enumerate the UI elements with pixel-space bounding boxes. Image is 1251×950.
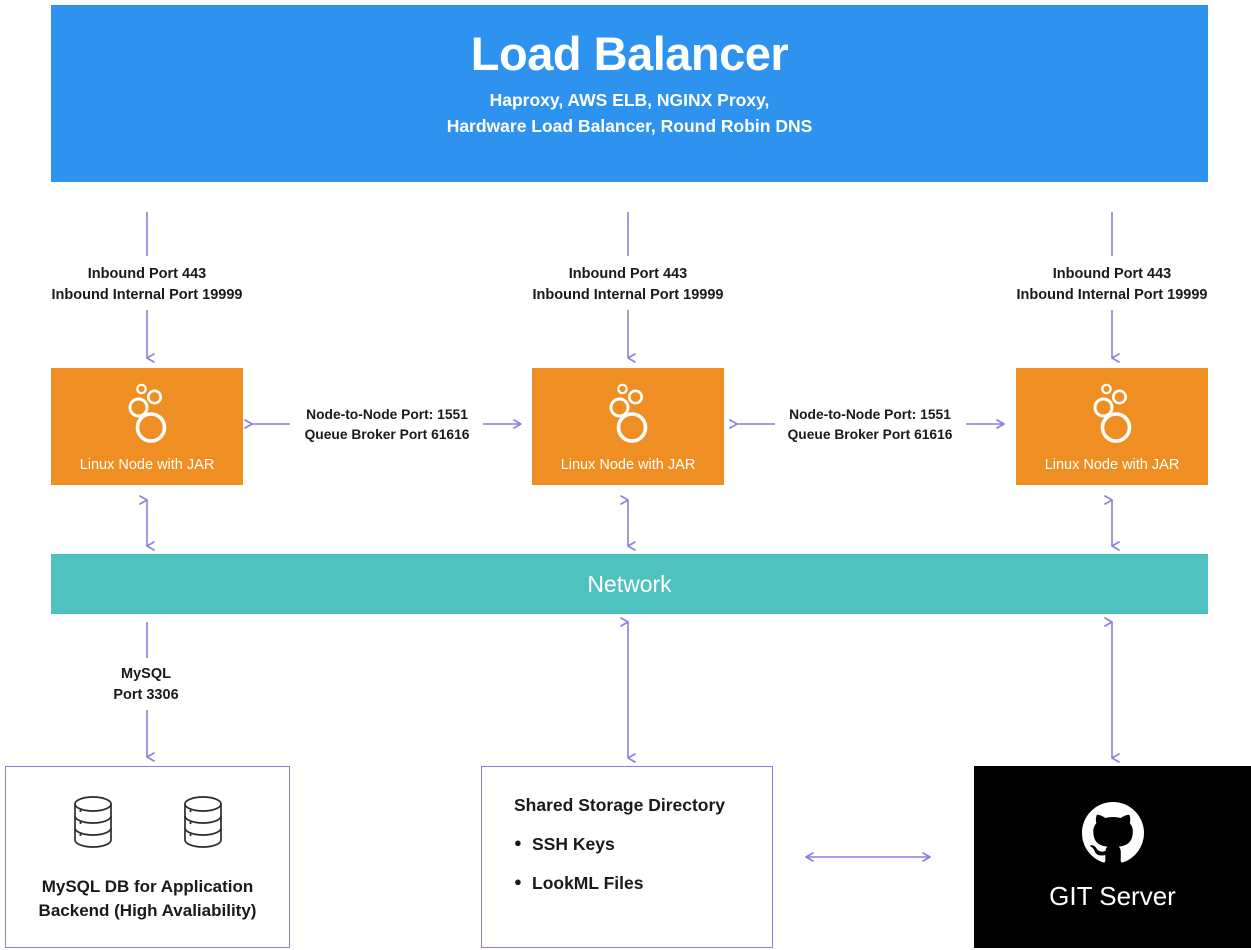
inbound-label-node-3: Inbound Port 443 Inbound Internal Port 1…: [962, 264, 1251, 305]
inbound-label-node-1-line1: Inbound Port 443: [87, 266, 207, 282]
looker-bubbles-icon: [601, 380, 655, 448]
inbound-label-node-2: Inbound Port 443 Inbound Internal Port 1…: [478, 264, 778, 305]
linux-node-3[interactable]: Linux Node with JAR: [1016, 368, 1208, 485]
inbound-label-node-2-line1: Inbound Port 443: [568, 266, 688, 282]
github-octocat-icon: [1081, 802, 1144, 869]
linux-node-1[interactable]: Linux Node with JAR: [51, 368, 243, 485]
linux-node-2[interactable]: Linux Node with JAR: [532, 368, 724, 485]
linux-node-3-label: Linux Node with JAR: [1044, 457, 1180, 473]
mysql-connection-label: MySQL Port 3306: [46, 664, 246, 705]
database-replication-graphic: [70, 794, 226, 855]
mysql-database-caption-line2: Backend (High Avaliability): [38, 900, 257, 920]
load-balancer-title: Load Balancer: [470, 27, 789, 80]
database-cylinder-icon: [70, 794, 116, 855]
mysql-database-caption-line1: MySQL DB for Application: [41, 876, 254, 896]
load-balancer-box: Load Balancer Haproxy, AWS ELB, NGINX Pr…: [51, 5, 1208, 182]
node-to-node-label-1: Node-to-Node Port: 1551 Queue Broker Por…: [257, 405, 517, 445]
linux-node-1-label: Linux Node with JAR: [79, 457, 215, 473]
network-label: Network: [587, 570, 672, 597]
node-to-node-label-2-line2: Queue Broker Port 61616: [787, 427, 953, 442]
git-server-box: GIT Server: [974, 766, 1251, 948]
git-server-label: GIT Server: [1049, 881, 1176, 911]
mysql-database-box: MySQL DB for Application Backend (High A…: [5, 766, 290, 948]
inbound-label-node-3-line2: Inbound Internal Port 19999: [1016, 286, 1208, 303]
network-bar: Network: [51, 554, 1208, 614]
inbound-label-node-1-line2: Inbound Internal Port 19999: [51, 286, 243, 303]
node-to-node-label-1-line2: Queue Broker Port 61616: [304, 427, 470, 442]
looker-bubbles-icon: [1085, 380, 1139, 448]
looker-bubbles-icon: [120, 380, 174, 448]
load-balancer-subtitle-line2: Hardware Load Balancer, Round Robin DNS: [446, 115, 813, 136]
linux-node-2-label: Linux Node with JAR: [560, 457, 696, 473]
inbound-label-node-3-line1: Inbound Port 443: [1052, 266, 1172, 282]
load-balancer-subtitle-line1: Haproxy, AWS ELB, NGINX Proxy,: [489, 90, 770, 111]
node-to-node-label-2-line1: Node-to-Node Port: 1551: [789, 407, 951, 422]
shared-storage-box: Shared Storage Directory SSH Keys LookML…: [481, 766, 773, 948]
mysql-database-caption: MySQL DB for Application Backend (High A…: [39, 875, 257, 923]
shared-storage-item-lookml-files: LookML Files: [514, 873, 772, 894]
mysql-connection-label-line2: Port 3306: [113, 686, 179, 703]
node-to-node-label-1-line1: Node-to-Node Port: 1551: [306, 407, 468, 422]
shared-storage-item-ssh-keys: SSH Keys: [514, 834, 772, 855]
load-balancer-subtitle: Haproxy, AWS ELB, NGINX Proxy, Hardware …: [447, 88, 813, 139]
database-cylinder-icon: [180, 794, 226, 855]
inbound-label-node-1: Inbound Port 443 Inbound Internal Port 1…: [0, 264, 297, 305]
shared-storage-list: SSH Keys LookML Files: [514, 834, 772, 894]
shared-storage-title: Shared Storage Directory: [514, 795, 726, 815]
mysql-connection-label-line1: MySQL: [121, 666, 171, 682]
inbound-label-node-2-line2: Inbound Internal Port 19999: [532, 286, 724, 303]
node-to-node-label-2: Node-to-Node Port: 1551 Queue Broker Por…: [740, 405, 1000, 445]
